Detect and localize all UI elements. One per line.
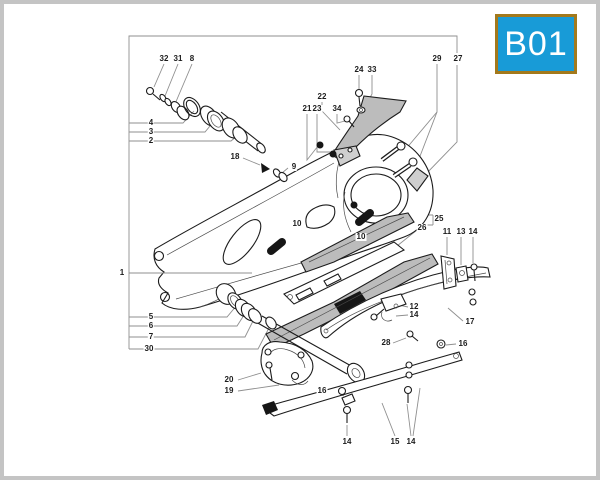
part-callout-3: 3 (147, 127, 155, 136)
bushing-10-right (355, 209, 374, 226)
bolt-24 (354, 88, 364, 98)
part-callout-33: 33 (366, 65, 378, 74)
part-callout-2: 2 (147, 136, 155, 145)
roller-16-right (436, 339, 446, 349)
pivot-axle-assembly (145, 86, 266, 154)
pivot-hardware (261, 141, 429, 255)
part-callout-17: 17 (464, 317, 476, 326)
adjuster-12 (380, 293, 407, 312)
damper-boss (350, 201, 358, 209)
nut-33 (356, 106, 366, 114)
part-callout-7: 7 (147, 332, 155, 341)
bracket-11 (440, 255, 457, 290)
part-callout-24: 24 (353, 65, 365, 74)
chain-guide-roller (260, 341, 314, 386)
bolt-14-adjuster (370, 313, 378, 321)
axle-shaft-end (256, 142, 266, 154)
part-callout-25: 25 (433, 214, 445, 223)
part-callout-16: 16 (457, 339, 469, 348)
bolt-14-bottom-left (342, 405, 352, 415)
brace-bar-assembly (262, 339, 463, 423)
exploded-diagram (128, 35, 491, 437)
part-callout-14: 14 (341, 437, 353, 446)
part-callout-20: 20 (223, 375, 235, 384)
part-callout-12: 12 (408, 302, 420, 311)
bolt-28 (406, 330, 414, 338)
bolt-14-right (470, 263, 478, 271)
part-callout-10: 10 (291, 219, 303, 228)
part-callout-23: 23 (311, 104, 323, 113)
part-callout-31: 31 (172, 54, 184, 63)
part-callout-28: 28 (380, 338, 392, 347)
part-callout-30: 30 (143, 344, 155, 353)
brace-bar-15 (267, 351, 463, 417)
part-callout-26: 26 (416, 223, 428, 232)
page-code-badge: B01 (495, 14, 577, 74)
bolt-14-bottom-right (403, 385, 413, 395)
screw-23 (329, 150, 337, 158)
slider-mount-strip (283, 241, 406, 305)
part-callout-14: 14 (408, 310, 420, 319)
chain-sliders (265, 212, 439, 349)
part-callout-6: 6 (147, 321, 155, 330)
part-callout-11: 11 (441, 227, 453, 236)
bolt-34 (343, 115, 351, 123)
part-callout-29: 29 (431, 54, 443, 63)
part-callout-21: 21 (301, 104, 313, 113)
rear-chain-guard (320, 266, 491, 342)
roller-16-left (337, 386, 347, 396)
part-callout-18: 18 (229, 152, 241, 161)
tensioner-bracket (440, 255, 478, 306)
pin-18 (261, 163, 270, 173)
part-callout-15: 15 (389, 437, 401, 446)
part-callout-5: 5 (147, 312, 155, 321)
washer-14 (468, 288, 476, 296)
seal-ring-4 (183, 96, 201, 118)
bolt-20 (265, 361, 273, 369)
part-callout-14: 14 (405, 437, 417, 446)
plate-27 (406, 167, 429, 192)
bolt-32 (145, 86, 155, 96)
part-callout-10: 10 (355, 232, 367, 241)
part-callout-8: 8 (188, 54, 196, 63)
part-callout-9: 9 (290, 162, 298, 171)
part-callout-14: 14 (467, 227, 479, 236)
part-callout-16: 16 (316, 386, 328, 395)
screw-21 (316, 141, 324, 149)
ring-7 (248, 308, 262, 324)
part-callout-19: 19 (223, 386, 235, 395)
part-callout-4: 4 (147, 118, 155, 127)
bushing-10-left (267, 238, 286, 255)
part-callout-1: 1 (118, 268, 126, 277)
clevis-13 (455, 265, 469, 283)
part-callout-27: 27 (452, 54, 464, 63)
part-callout-13: 13 (455, 227, 467, 236)
part-callout-32: 32 (158, 54, 170, 63)
slider-upper (300, 212, 415, 273)
guard-17 (320, 266, 491, 339)
chain-guard-fin (316, 88, 407, 167)
part-callout-22: 22 (316, 92, 328, 101)
part-callout-34: 34 (331, 104, 343, 113)
spacer-30 (265, 316, 277, 330)
